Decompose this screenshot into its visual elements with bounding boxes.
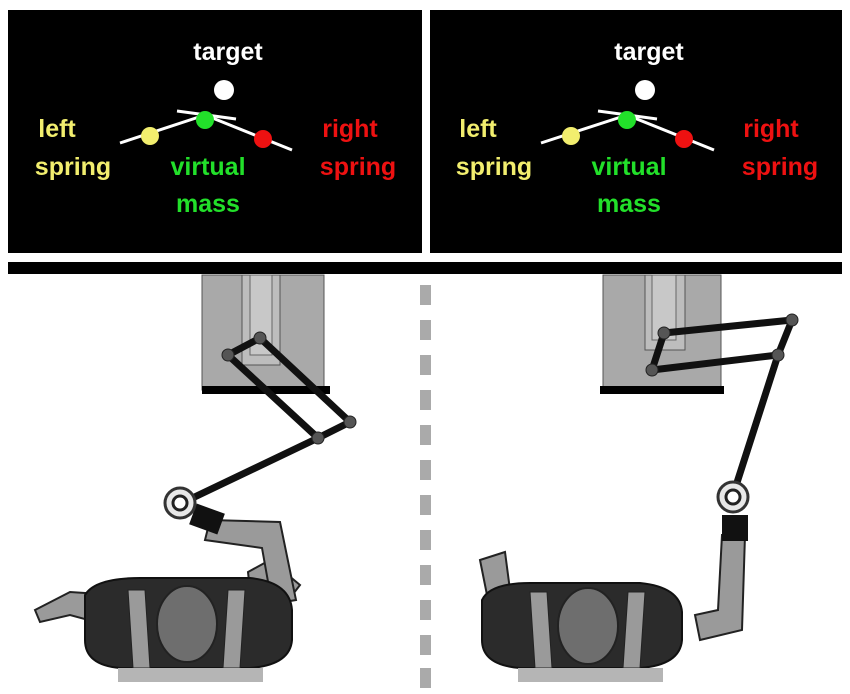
target-label: target [193,38,263,66]
left-spring-label-2: spring [35,153,111,181]
left-robot-setup [33,274,357,682]
joint [645,363,659,377]
handle-icon [163,486,197,520]
screen-divider-bar [8,262,842,274]
subject-body [478,534,747,682]
virtual-mass-label-1: virtual [591,153,666,181]
right-spring-label-1: right [743,115,799,143]
left-spring-dot [562,127,580,145]
virtual-mass-dot [196,111,214,129]
right-spring-label-2: spring [320,153,396,181]
left-spring-dot [141,127,159,145]
robot-base [201,274,330,394]
virtual-mass-label-2: mass [176,190,240,218]
joint [253,331,267,345]
joint [343,415,357,429]
right-spring-label-1: right [322,115,378,143]
joint [221,348,235,362]
right-robot-setup [478,274,799,682]
joint [785,313,799,327]
joint [311,431,325,445]
left-spring-label-2: spring [456,153,532,181]
left-spring-label-1: left [38,115,76,143]
right-spring-label-2: spring [742,153,818,181]
right-spring-dot [254,130,272,148]
virtual-mass-dot [618,111,636,129]
right-display-screen: target left spring virtual mass right sp… [430,10,842,253]
handle-icon [716,480,750,514]
target-dot [214,80,234,100]
joint [771,348,785,362]
manipulandum-arm [178,334,354,507]
subject-body [33,518,302,682]
target-dot [635,80,655,100]
right-spring-dot [675,130,693,148]
left-spring-label-1: left [459,115,497,143]
target-label: target [614,38,684,66]
joint [657,326,671,340]
virtual-mass-label-2: mass [597,190,661,218]
virtual-mass-label-1: virtual [170,153,245,181]
left-display-screen: target left spring virtual mass right sp… [8,10,422,253]
dashed-divider [420,285,431,688]
wrist-brace [722,515,748,541]
wrist-brace [189,503,225,535]
